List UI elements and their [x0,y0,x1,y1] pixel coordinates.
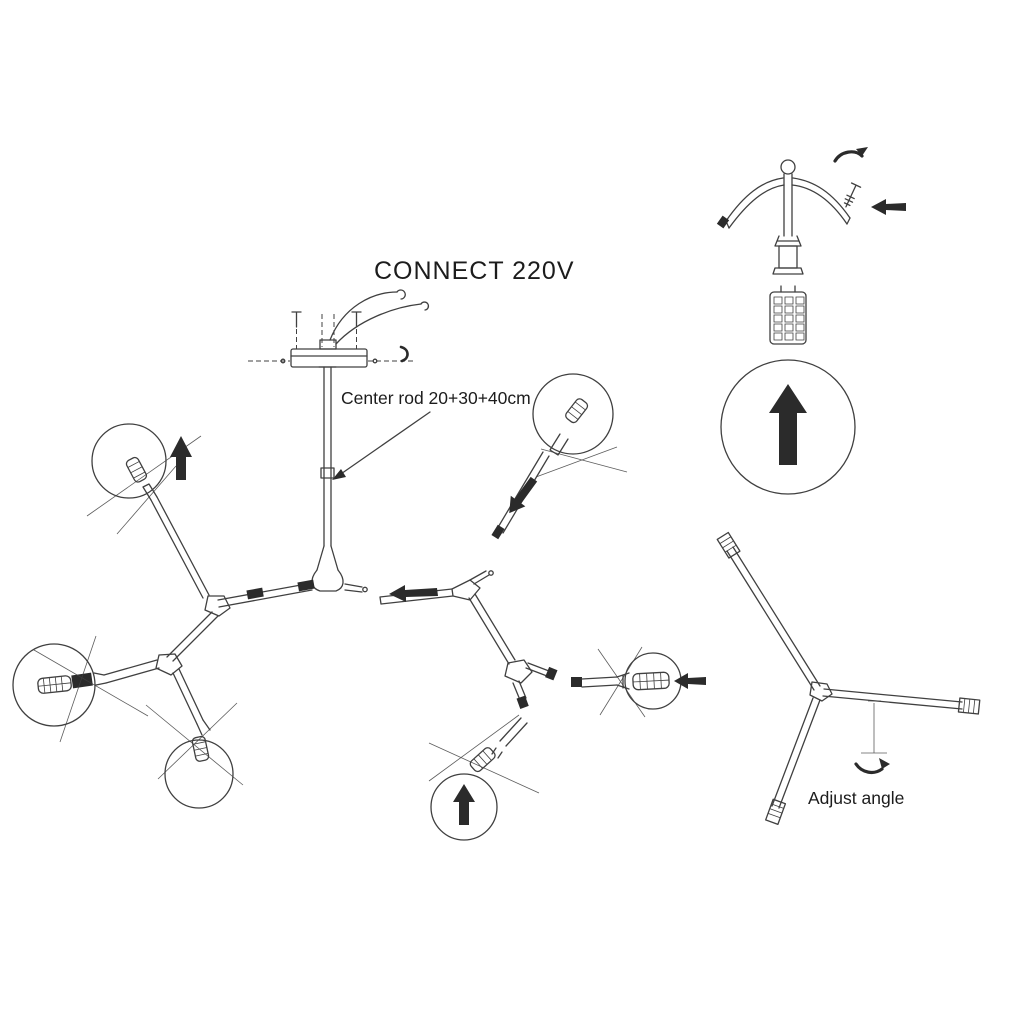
sleeve-connector [516,695,529,710]
center-rod-callout-arrow [332,411,431,480]
slide-left-arrow-icon [389,585,438,602]
up-arrow-icon [769,384,807,465]
lamp-bottom-middle [428,714,540,841]
rotate-arrow-icon [833,150,864,163]
glass-globe [532,373,614,455]
sleeve-connector [716,215,730,229]
angle-bracket [861,700,887,754]
lamp-upper-right [491,373,628,540]
terminal-grid [773,296,805,341]
top-connector-detail [716,147,906,345]
lamp-upper-left [86,423,202,535]
screw-icon [843,182,862,208]
glass-globe [164,739,234,809]
adjust-angle-label: Adjust angle [808,788,905,808]
lamp-right [571,646,706,718]
direction-detail-circle [720,359,856,495]
sleeve-connector [545,666,558,681]
insert-up-arrow-icon [170,436,192,480]
sleeve-connector [246,587,264,600]
insert-diagonal-arrow-icon [509,476,538,514]
ceiling-canopy [248,289,430,368]
connect-voltage-label: CONNECT 220V [374,257,575,285]
lamp-left [12,635,149,743]
lamp-bottom-left [145,702,244,809]
insert-left-arrow-icon [871,199,906,215]
hook-icon [399,345,409,363]
terminal-block [769,291,807,345]
rotate-arrow-icon [854,762,884,775]
insert-up-arrow-icon [453,784,475,825]
sleeve-connector [71,672,93,689]
center-rod-label: Center rod 20+30+40cm [341,388,531,408]
adjust-angle-branch [716,531,981,826]
branch-node-lower [103,653,204,725]
slide-left-arrow-icon [674,673,706,689]
sleeve-connector [297,579,315,592]
middle-branch-piece [379,570,558,710]
branch-node-upper [150,496,231,662]
center-rod [311,366,344,592]
threaded-end [716,531,741,559]
sleeve-connector [491,524,505,540]
wire [329,291,398,341]
glass-globe [430,773,498,841]
threaded-end [765,798,787,826]
branch-arm-left [217,579,368,608]
sleeve-connector [571,677,582,687]
wire [335,303,422,345]
